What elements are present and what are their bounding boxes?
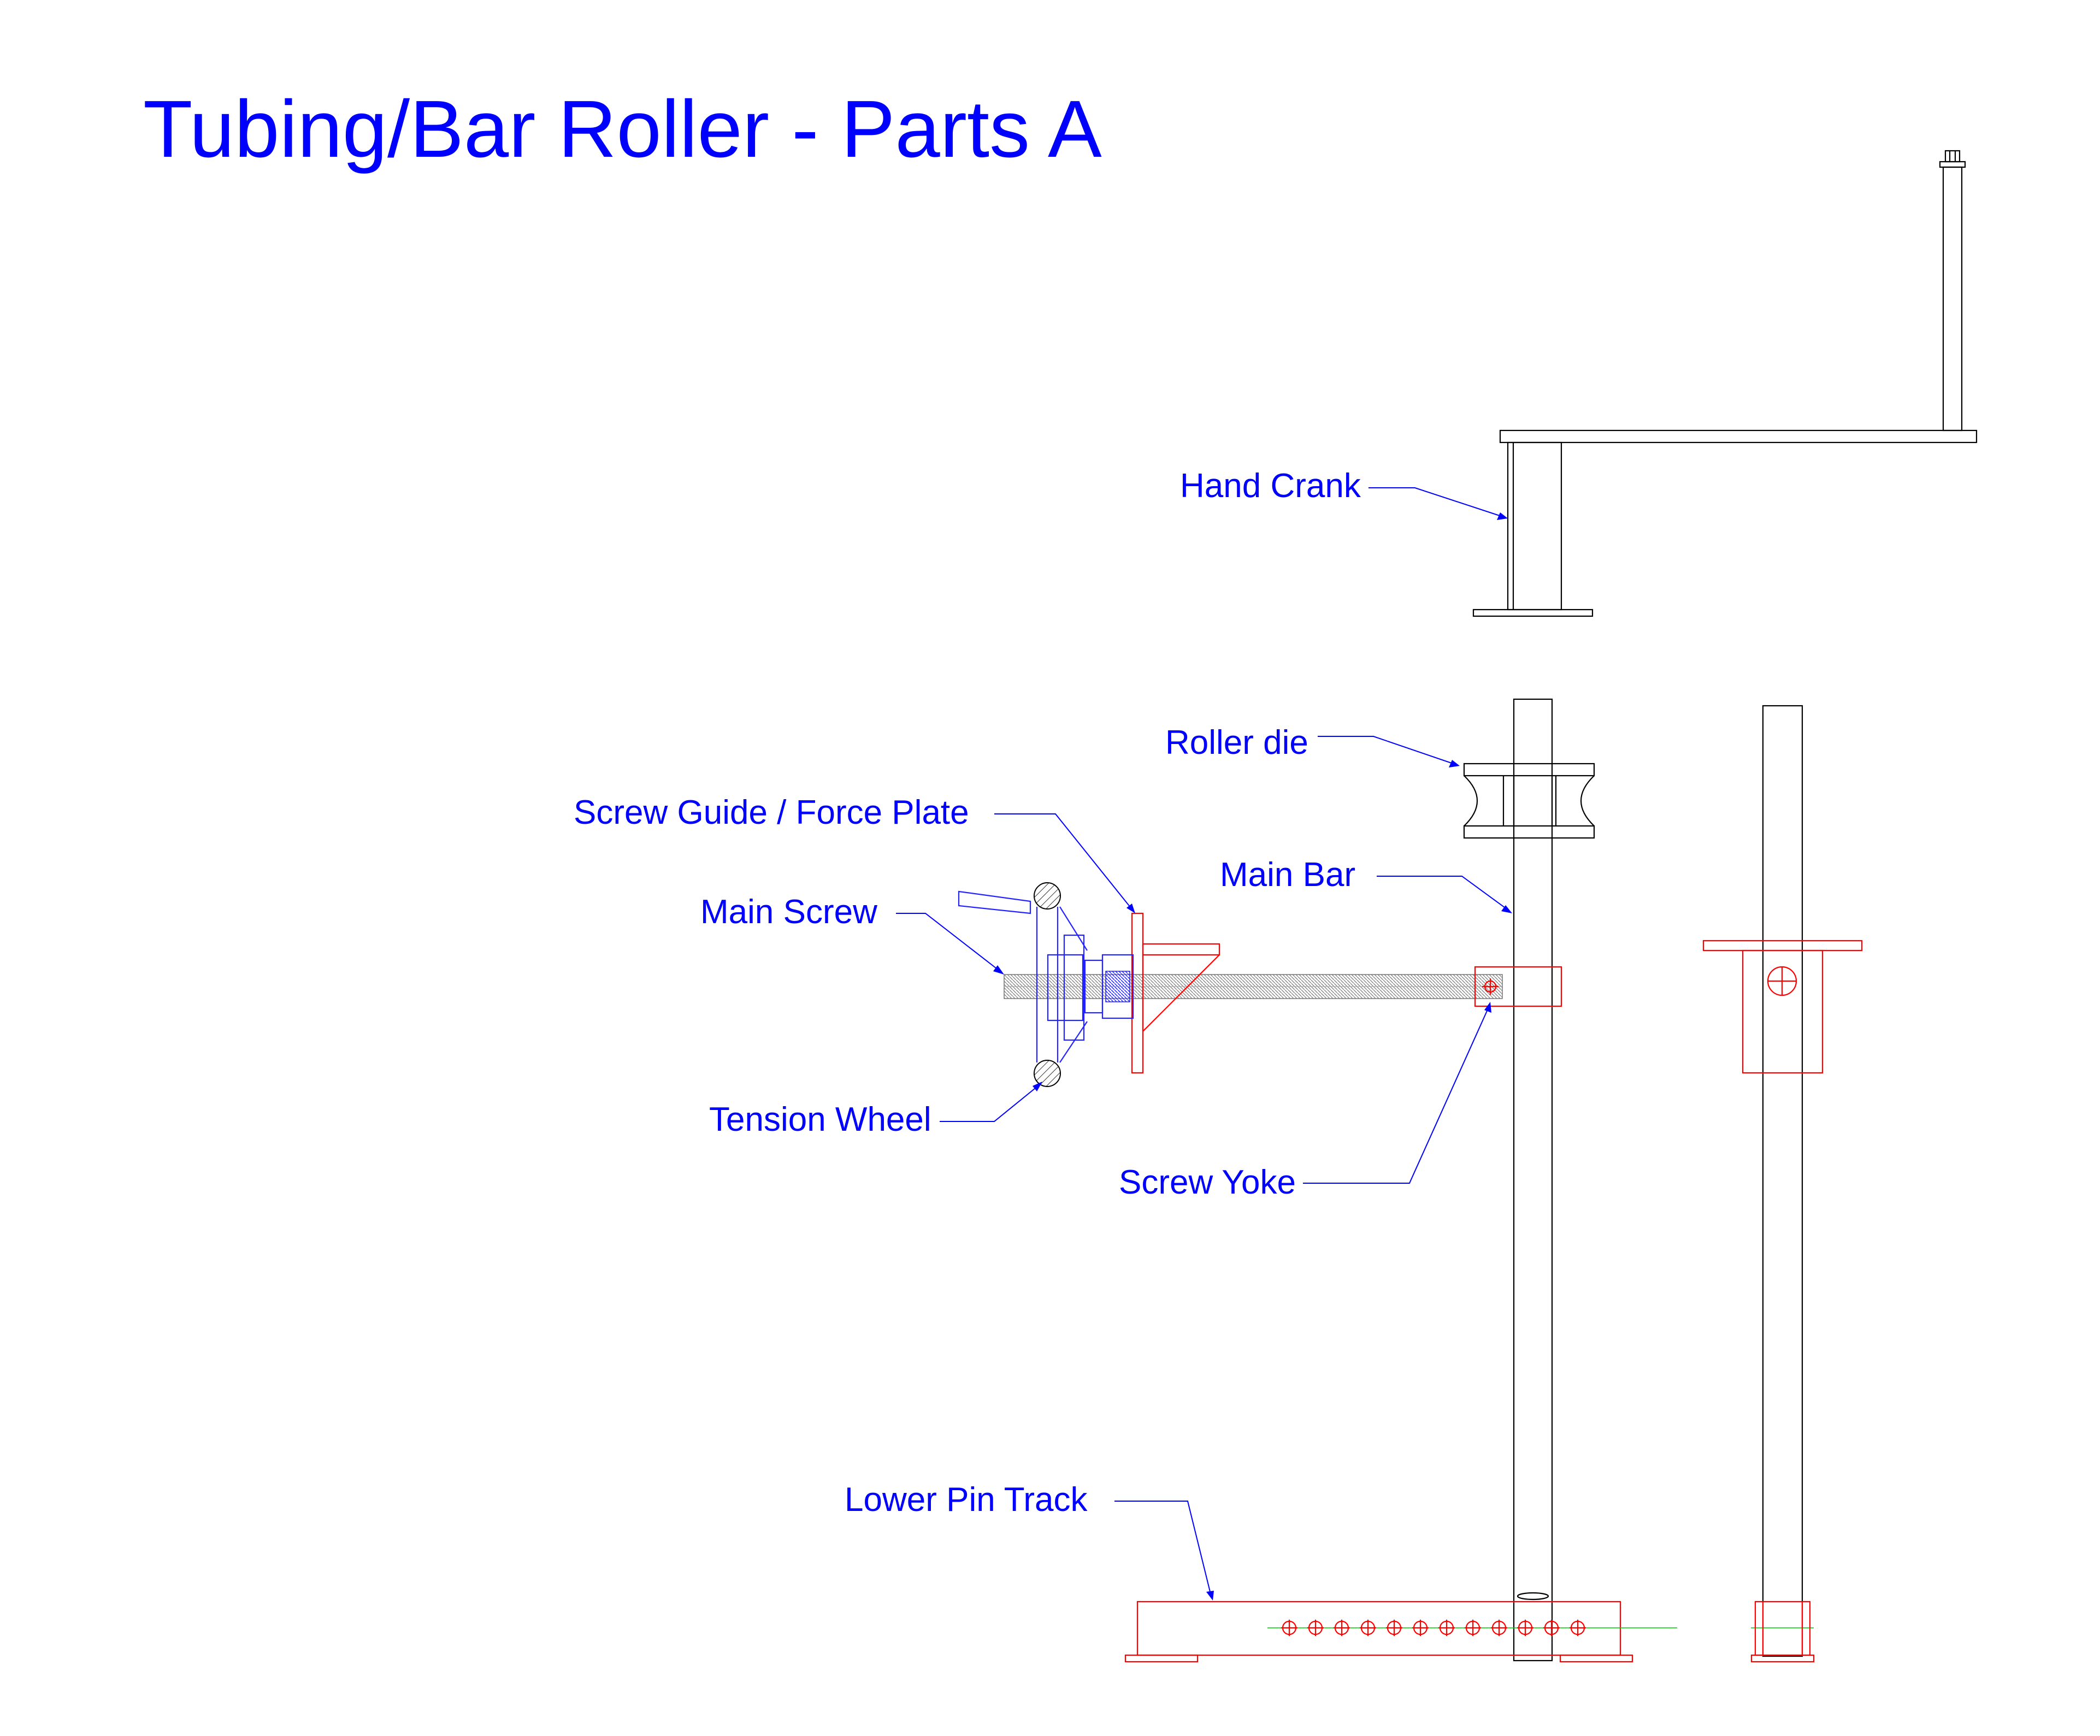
svg-text:Screw Yoke: Screw Yoke [1119, 1164, 1296, 1201]
label-main-screw: Main Screw [700, 893, 1004, 975]
label-tension-wheel: Tension Wheel [709, 1082, 1042, 1138]
hand-crank [1472, 150, 1978, 617]
label-screw-yoke: Screw Yoke [1119, 1002, 1491, 1201]
svg-text:Main Screw: Main Screw [700, 893, 877, 931]
svg-text:Screw Guide / Force Plate: Screw Guide / Force Plate [574, 794, 969, 831]
label-main-bar: Main Bar [1220, 856, 1512, 913]
screw-guide-force-plate [1131, 912, 1220, 1074]
svg-text:Roller die: Roller die [1165, 724, 1308, 761]
pin-holes [1281, 1620, 1586, 1636]
svg-text:Tension Wheel: Tension Wheel [709, 1101, 931, 1138]
main-screw [1004, 974, 1503, 999]
svg-text:Hand Crank: Hand Crank [1180, 467, 1361, 505]
svg-text:Main Bar: Main Bar [1220, 856, 1355, 894]
label-screw-guide: Screw Guide / Force Plate [574, 794, 1135, 913]
label-lower-pin-track: Lower Pin Track [845, 1481, 1214, 1601]
label-hand-crank: Hand Crank [1180, 467, 1508, 520]
main-bar [1513, 698, 1553, 1662]
tension-wheel [958, 882, 1134, 1087]
page-title: Tubing/Bar Roller - Parts A [143, 84, 1102, 174]
roller-die [1463, 763, 1595, 839]
svg-text:Lower Pin Track: Lower Pin Track [845, 1481, 1088, 1519]
label-roller-die: Roller die [1165, 724, 1460, 767]
screw-yoke [1474, 966, 1562, 1007]
side-view [1702, 705, 1863, 1663]
lower-pin-track [1124, 1592, 1677, 1663]
